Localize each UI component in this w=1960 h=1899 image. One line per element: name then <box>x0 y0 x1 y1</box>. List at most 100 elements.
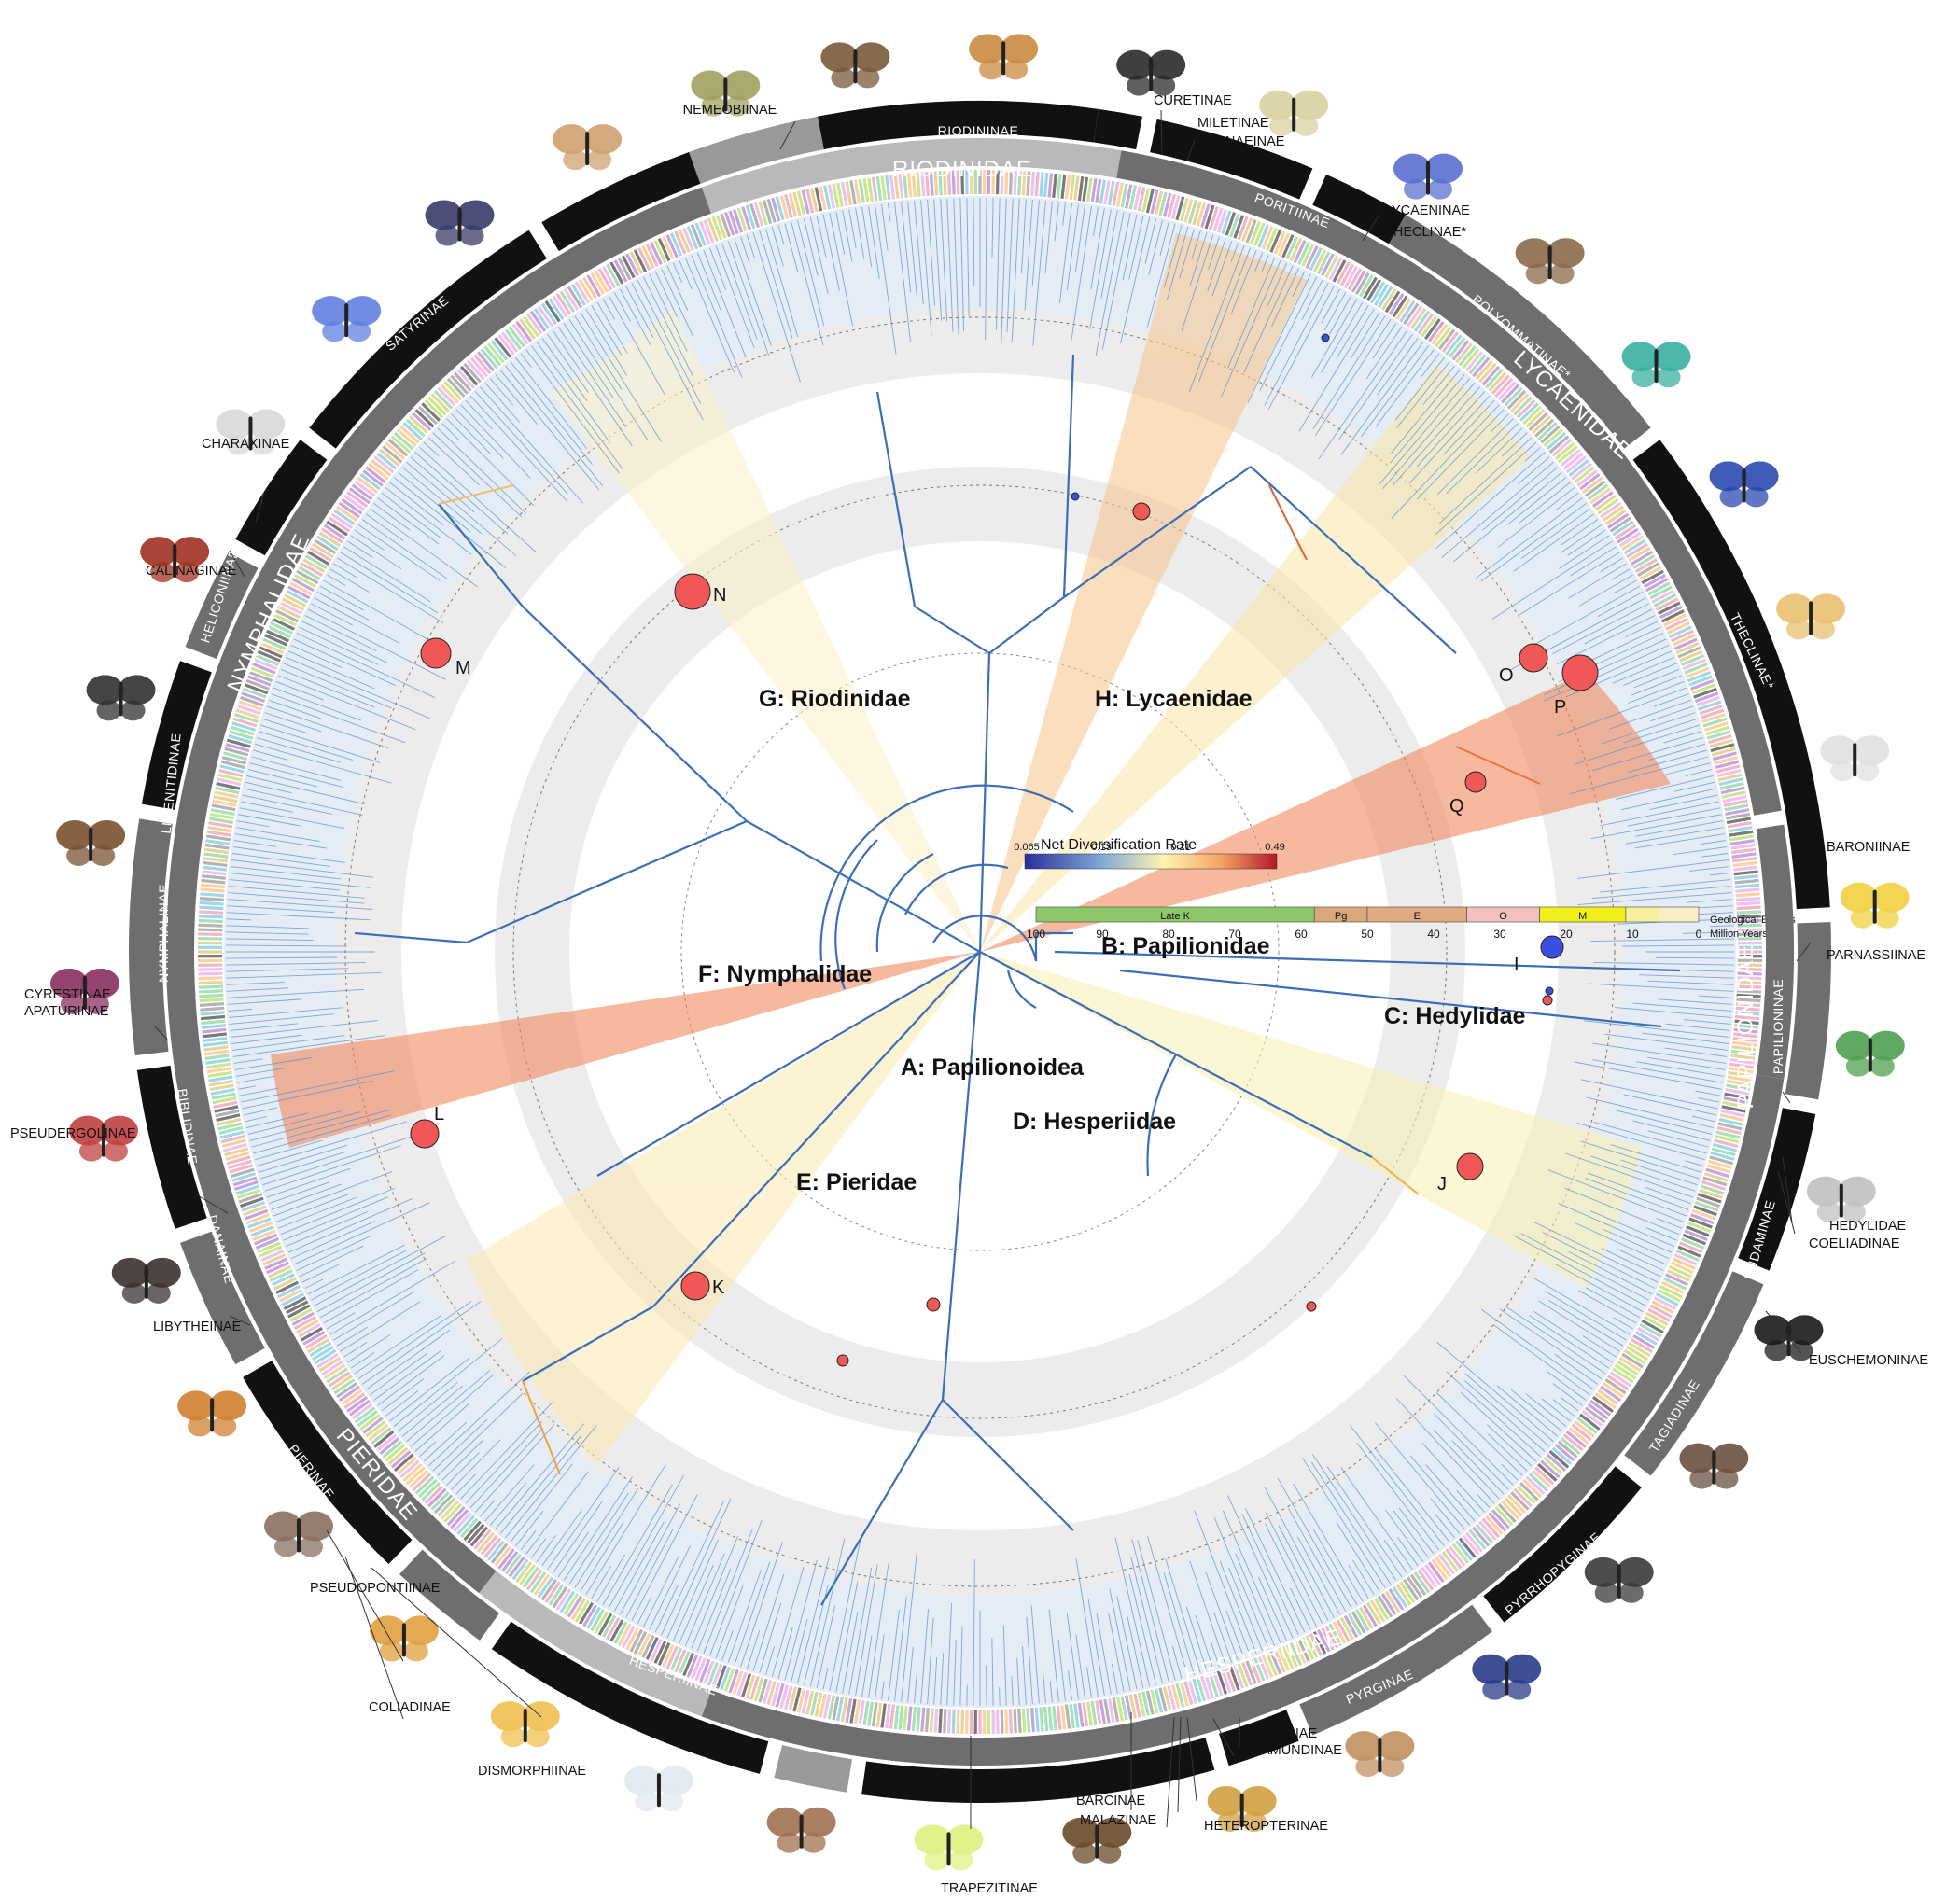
epoch-bar <box>1625 906 1659 923</box>
tree-branches <box>354 354 1681 1606</box>
shift-label: O <box>1499 665 1514 686</box>
butterfly-photo <box>1116 49 1186 96</box>
butterfly-photo <box>425 200 495 246</box>
butterfly-photo <box>490 1701 560 1748</box>
butterfly-photo <box>1515 238 1585 285</box>
butterfly-photo <box>177 1390 247 1437</box>
butterfly-photo <box>111 1257 181 1304</box>
legend-title: Net Diversification Rate <box>1041 837 1197 853</box>
rate-shift-labels: I J K L M N O P Q <box>434 585 1566 1298</box>
clade-label-hesperiidae: D: Hesperiidae <box>1013 1109 1176 1135</box>
time-tick: 100 <box>1027 928 1045 941</box>
butterfly-photo <box>264 1511 334 1557</box>
butterfly-photo <box>1393 153 1463 200</box>
shift-circle-i <box>1540 935 1564 959</box>
callout-heteropterinae: HETEROPTERINAE <box>1204 1819 1328 1834</box>
callout-trapezitinae: TRAPEZITINAE <box>941 1881 1038 1896</box>
shift-circle-j <box>1456 1152 1484 1180</box>
legend-gradient <box>1024 853 1278 870</box>
butterfly-photo <box>1621 342 1691 388</box>
legend-tick: 0.13 <box>1091 842 1111 853</box>
callout-lycaeninae: LYCAENINAE <box>1385 203 1470 218</box>
butterfly-photo <box>1259 90 1329 136</box>
callout-miletinae: MILETINAE <box>1197 116 1269 131</box>
callout-pseudopontiinae: PSEUDOPONTIINAE <box>310 1581 441 1596</box>
callout-dismorphiinae: DISMORPHIINAE <box>478 1764 586 1779</box>
callout-katreinae: KATREINAE <box>1241 1726 1317 1741</box>
epoch-label: E <box>1414 911 1421 922</box>
callout-pseudergolinae: PSEUDERGOLINAE <box>10 1126 136 1141</box>
epoch-label: Late K <box>1160 911 1190 922</box>
time-tick: 10 <box>1626 928 1639 941</box>
butterfly-photo <box>914 1824 984 1871</box>
butterfly-photo <box>86 675 156 721</box>
callout-malazinae: MALAZINAE <box>1080 1813 1157 1828</box>
butterfly-photo <box>691 70 761 117</box>
callout-nemeobiinae: NEMEOBIINAE <box>683 103 777 118</box>
callout-cyrestinae: CYRESTINAE <box>24 987 111 1002</box>
classification-rings <box>128 101 1831 1803</box>
butterfly-photo <box>1062 1817 1132 1864</box>
clade-label-lycaenidae: H: Lycaenidae <box>1095 686 1253 712</box>
callout-euschemoninae: EUSCHEMONINAE <box>1809 1353 1928 1368</box>
butterfly-photo <box>553 124 623 171</box>
epoch-bar <box>1659 906 1700 923</box>
shift-circle-o <box>1519 643 1548 673</box>
butterfly-photo <box>820 42 890 89</box>
callout-libytheinae: LIBYTHEINAE <box>153 1320 242 1334</box>
time-tick: 20 <box>1560 928 1573 941</box>
subfamily-callouts: NEMEOBIINAE CURETINAE MILETINAE APHNAEIN… <box>10 93 1928 1896</box>
clade-label-papilionoidea: A: Papilionoidea <box>901 1054 1085 1081</box>
time-tick: 40 <box>1427 928 1440 941</box>
callout-barcinae: BARCINAE <box>1076 1794 1145 1808</box>
butterfly-photo <box>1679 1443 1749 1489</box>
family-label-papilionidae: PAPILIONIDAE <box>1733 944 1758 1110</box>
shift-label: L <box>434 1104 444 1124</box>
shift-circle-p <box>1561 654 1599 691</box>
callout-coeliadinae: COELIADINAE <box>1809 1236 1900 1251</box>
callout-leaders <box>154 109 1812 1829</box>
legend-tick: 0.065 <box>1014 842 1040 853</box>
rate-sectors <box>271 233 1671 1465</box>
shift-circle-k <box>680 1271 710 1301</box>
butterfly-photo <box>312 296 382 342</box>
shift-label: J <box>1437 1174 1447 1194</box>
butterfly-photo <box>216 409 286 455</box>
time-tick: 30 <box>1493 928 1506 941</box>
shift-label: N <box>713 585 726 606</box>
rate-shifts <box>410 333 1599 1367</box>
callout-apaturinae: APATURINAE <box>24 1004 109 1019</box>
clade-label-pieridae: E: Pieridae <box>796 1169 917 1195</box>
callout-hedylidae: HEDYLIDAE <box>1829 1219 1907 1234</box>
butterfly-photo <box>1806 1176 1876 1222</box>
shift-circle-n <box>674 573 711 610</box>
butterfly-photo <box>969 34 1039 80</box>
shift-label: P <box>1554 697 1566 718</box>
callout-parnassiinae: PARNASSIINAE <box>1827 948 1925 963</box>
time-tick: 90 <box>1096 928 1109 941</box>
butterfly-photo <box>766 1807 836 1853</box>
callout-theclinae: THECLINAE* <box>1385 225 1466 240</box>
clade-label-hedylidae: C: Hedylidae <box>1384 1003 1526 1029</box>
time-tick: 50 <box>1361 928 1374 941</box>
tree-branches-warm <box>438 484 1541 1475</box>
callout-baroniinae: BARONIINAE <box>1827 840 1911 855</box>
shift-circle-l <box>410 1119 440 1149</box>
ring-label: NYMPHALINAE <box>156 884 171 983</box>
ring-label: PAPILIONINAE <box>1771 979 1785 1074</box>
ring-label: RIODININAE <box>938 123 1019 138</box>
butterfly-photo <box>1840 882 1910 929</box>
butterfly-photo <box>1835 1030 1905 1077</box>
callout-chamundinae: CHAMUNDINAE <box>1241 1743 1342 1758</box>
clade-label-nymphalidae: F: Nymphalidae <box>698 961 872 987</box>
epoch-label: M <box>1578 911 1587 922</box>
legend-tick: 0.21 <box>1170 842 1190 853</box>
shift-label: K <box>712 1278 725 1298</box>
butterfly-photo <box>623 1766 693 1812</box>
epoch-label: Pg <box>1335 911 1347 922</box>
shift-label: Q <box>1449 796 1464 817</box>
butterfly-photo <box>68 1115 138 1162</box>
callout-aphnaeinae: APHNAEINAE <box>1197 134 1285 149</box>
butterfly-photo <box>1472 1654 1542 1700</box>
